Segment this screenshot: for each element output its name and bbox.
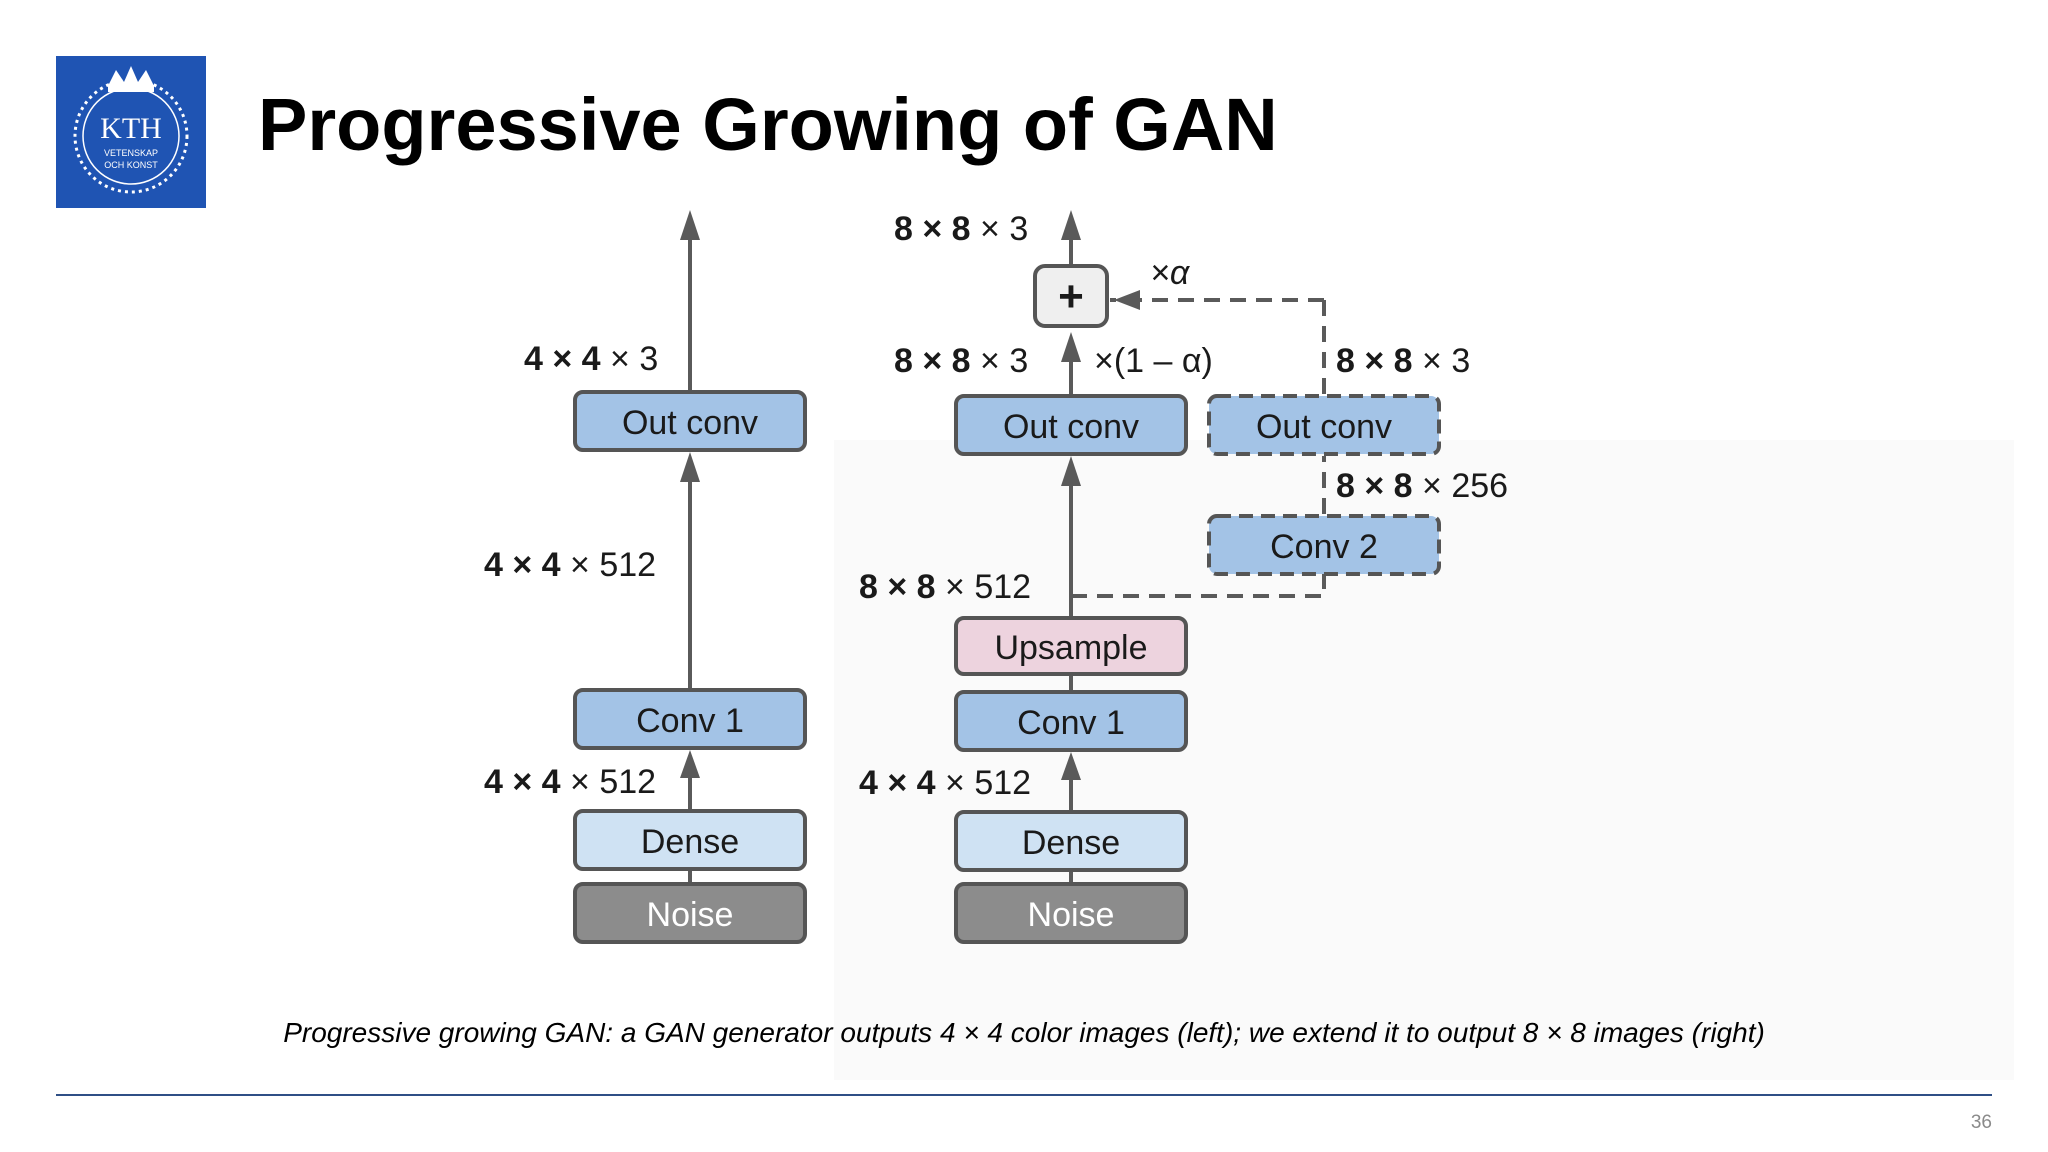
- left-conv1-label: Conv 1: [636, 702, 744, 740]
- one-minus-alpha-label: ×(1 – α): [1094, 342, 1213, 380]
- left-low-dim: 4 × 4 × 512: [484, 763, 656, 801]
- logo-line2: OCH KONST: [104, 160, 158, 170]
- alpha-label: ×α: [1150, 254, 1191, 292]
- right-conv1-box: Conv 1: [954, 690, 1188, 752]
- kth-logo: KTH VETENSKAP OCH KONST: [56, 56, 206, 208]
- right-noise-box: Noise: [954, 882, 1188, 944]
- alpha-arrowhead: [1114, 290, 1140, 310]
- logo-line1: VETENSKAP: [104, 148, 158, 158]
- plus-label: +: [1058, 272, 1084, 321]
- footer-rule: [56, 1094, 1992, 1096]
- right-out-conv-box: Out conv: [954, 394, 1188, 456]
- right-arrows: [1061, 210, 1081, 884]
- plus-box: +: [1033, 264, 1109, 328]
- right-out-conv-label: Out conv: [1003, 408, 1139, 446]
- conv2-dim: 8 × 8 × 256: [1336, 467, 1508, 505]
- left-out-conv-box: Out conv: [573, 390, 807, 452]
- left-arrowhead-low: [680, 750, 700, 778]
- left-dense-label: Dense: [641, 823, 739, 861]
- figure-caption: Progressive growing GAN: a GAN generator…: [283, 1017, 1765, 1048]
- left-noise-label: Noise: [647, 896, 734, 934]
- right-arrowhead-top: [1061, 210, 1081, 240]
- conv2-box: Conv 2: [1207, 514, 1441, 576]
- left-arrowhead-mid: [680, 452, 700, 482]
- upsample-box: Upsample: [954, 616, 1188, 676]
- new-out-dim: 8 × 8 × 3: [1336, 342, 1470, 380]
- right-low-dim: 4 × 4 × 512: [859, 764, 1031, 802]
- right-conv1-label: Conv 1: [1017, 704, 1125, 742]
- upsample-label: Upsample: [994, 629, 1147, 667]
- right-arrowhead-plus: [1061, 332, 1081, 362]
- slide-title: Progressive Growing of GAN: [258, 83, 1278, 166]
- left-conv1-box: Conv 1: [573, 688, 807, 750]
- right-dense-label: Dense: [1022, 824, 1120, 862]
- left-out-conv-label: Out conv: [622, 404, 758, 442]
- page-number: 36: [1970, 1112, 1992, 1133]
- right-out-dim: 8 × 8 × 3: [894, 342, 1028, 380]
- conv2-label: Conv 2: [1270, 528, 1378, 566]
- right-top-dim: 8 × 8 × 3: [894, 210, 1028, 248]
- left-out-dim: 4 × 4 × 3: [524, 340, 658, 378]
- dashed-branch: [1071, 298, 1326, 598]
- left-noise-box: Noise: [573, 882, 807, 944]
- left-arrowhead-out: [680, 210, 700, 240]
- right-noise-label: Noise: [1028, 896, 1115, 934]
- right-arrowhead-out: [1061, 456, 1081, 486]
- right-arrowhead-low: [1061, 752, 1081, 780]
- upsample-dim: 8 × 8 × 512: [859, 568, 1031, 606]
- left-arrows: [680, 210, 700, 884]
- new-out-conv-label: Out conv: [1256, 408, 1392, 446]
- right-dense-box: Dense: [954, 810, 1188, 872]
- left-mid-dim: 4 × 4 × 512: [484, 546, 656, 584]
- left-dense-box: Dense: [573, 809, 807, 871]
- new-out-conv-box: Out conv: [1207, 394, 1441, 456]
- logo-text: KTH: [100, 112, 162, 145]
